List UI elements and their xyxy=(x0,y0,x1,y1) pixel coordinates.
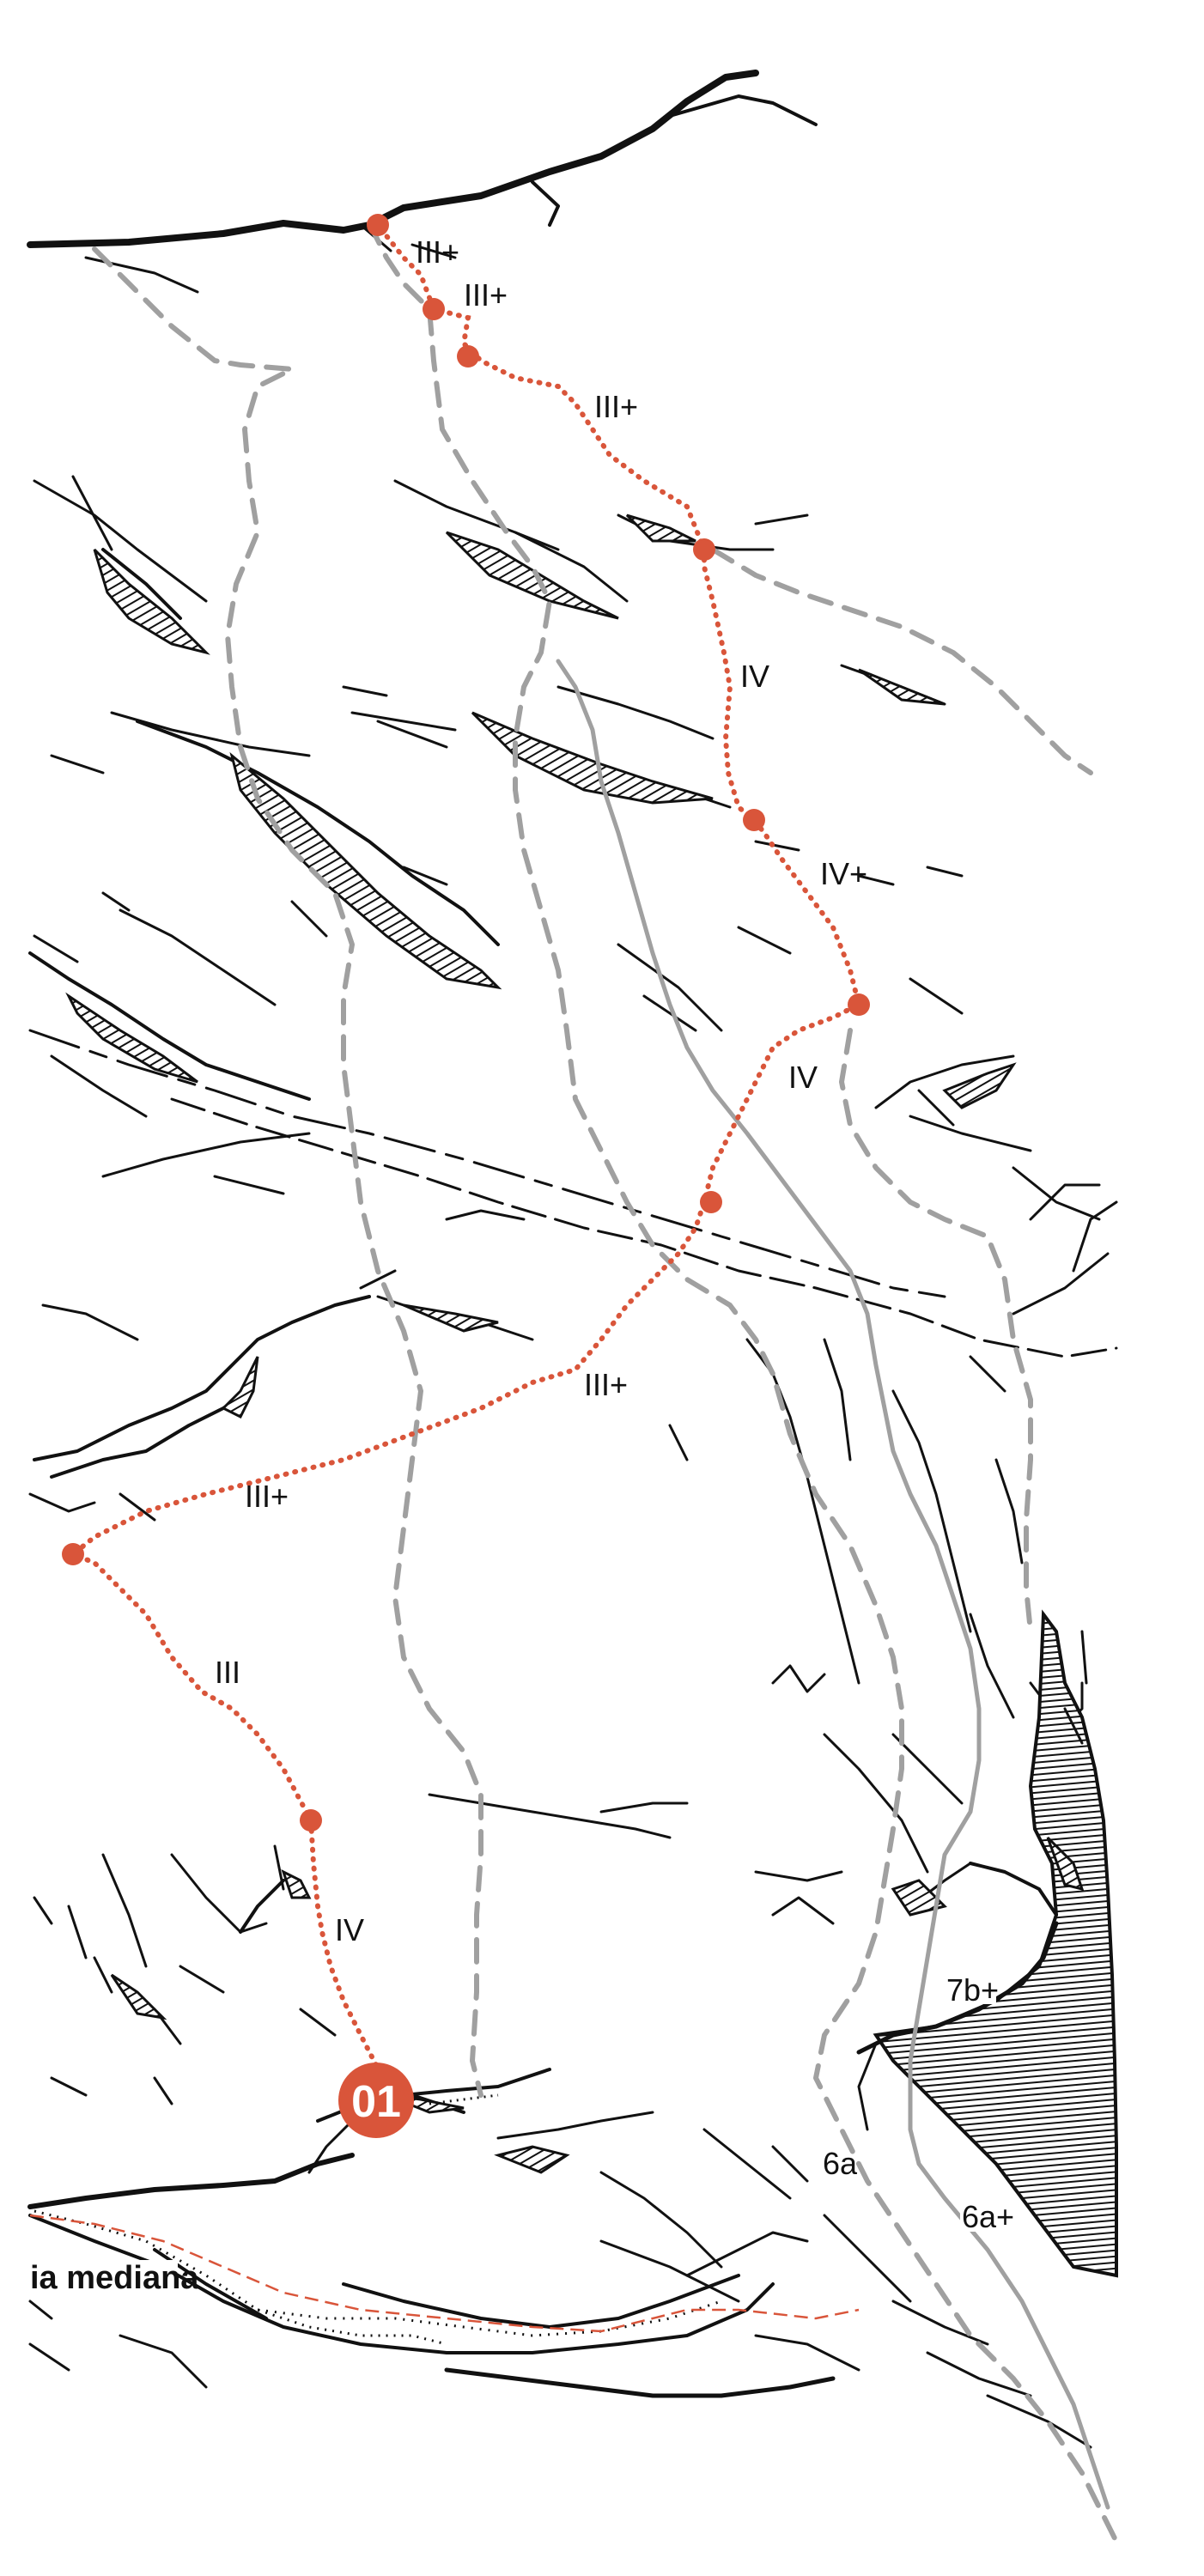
other-route-grade-label: 6a+ xyxy=(962,2199,1014,2234)
belay-station xyxy=(743,809,765,831)
rock-face-linework xyxy=(27,70,1118,2449)
route-01-line xyxy=(68,222,862,2068)
belay-station xyxy=(423,298,445,320)
pitch-grade-label: IV+ xyxy=(820,856,867,891)
other-route-grade-label: 7b+ xyxy=(946,1972,999,2008)
belay-station xyxy=(300,1809,322,1832)
belay-stations xyxy=(62,214,870,1832)
approach-path-label: ia mediana xyxy=(30,2260,199,2296)
pitch-grade-label: III+ xyxy=(416,234,459,270)
belay-station xyxy=(693,538,715,561)
pitch-grade-label: III xyxy=(215,1655,240,1690)
neighbour-route-line xyxy=(556,659,1110,2510)
approach-path-line xyxy=(29,2214,860,2333)
other-route-grade-labels: 7b+ 6a 6a+ xyxy=(823,1972,1014,2234)
belay-station xyxy=(848,993,870,1016)
other-route-grade-label: 6a xyxy=(823,2146,858,2181)
route-number-badge: 01 xyxy=(338,2063,414,2138)
pitch-grade-label: IV xyxy=(335,1912,364,1947)
pitch-grade-label: IV xyxy=(788,1060,818,1095)
pitch-grade-label: III+ xyxy=(464,277,508,313)
neighbour-route-line xyxy=(839,1028,1033,1634)
belay-station xyxy=(457,345,479,368)
route-01-pitch-line xyxy=(68,222,862,2068)
pitch-grade-label: III+ xyxy=(594,389,638,424)
belay-station xyxy=(62,1543,84,1565)
pitch-grade-label: III+ xyxy=(245,1479,289,1514)
belay-station xyxy=(367,214,389,236)
neighbour-route-line xyxy=(710,547,1093,775)
pitch-grade-labels: IV III III+ III+ IV IV+ IV III+ III+ III… xyxy=(215,234,867,1947)
belay-station xyxy=(700,1191,722,1213)
route-number: 01 xyxy=(351,2077,401,2127)
route-number-circle xyxy=(338,2063,414,2138)
neighbour-route-line xyxy=(367,221,1119,2544)
neighbour-route-line xyxy=(92,246,483,2098)
neighbouring-routes xyxy=(92,221,1119,2544)
pitch-grade-label: IV xyxy=(740,659,769,694)
pitch-grade-label: III+ xyxy=(584,1367,628,1402)
